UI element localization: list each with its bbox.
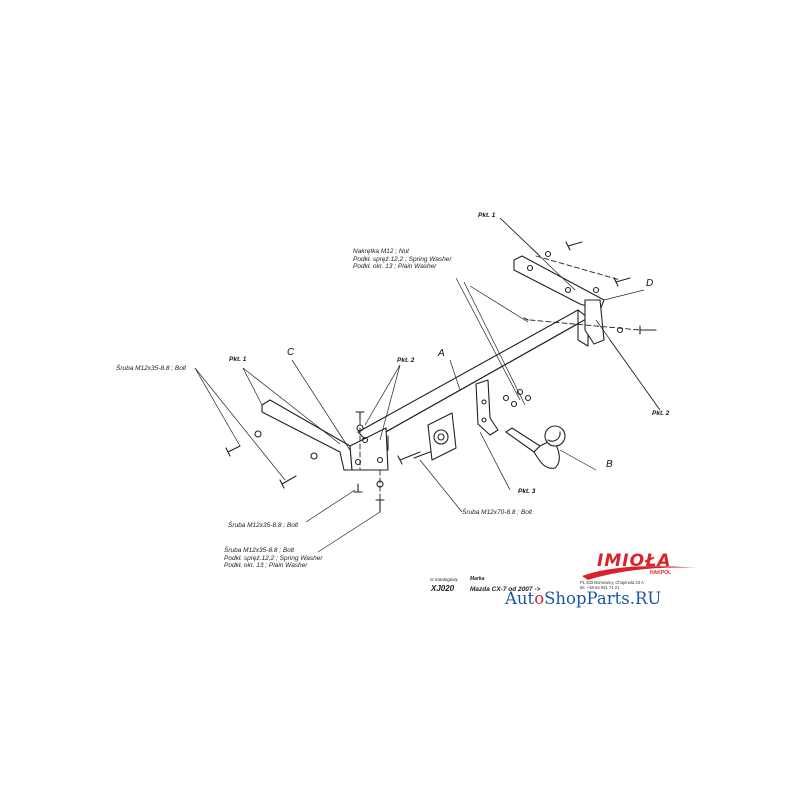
callout-line: Podkł. okr. 13 ; Plain Washer	[353, 263, 437, 270]
bracket-c	[261, 399, 389, 471]
catalog-code: XJ020	[431, 584, 455, 593]
brand-name: IMIOŁA	[597, 551, 672, 571]
callout-line: Podkł. spręż.12,2 ; Spring Washer	[224, 554, 323, 562]
hardware	[225, 241, 657, 513]
imiola-logo-swoosh	[582, 566, 698, 580]
label-b: B	[606, 459, 613, 470]
address-line: tel. +48 64 631 71 21	[580, 585, 620, 590]
label-pkt2-left: Pkt. 2	[397, 357, 415, 364]
callout-bolt-washer-block: Śruba M12x35-8.8 ; Bolt Podkł. spręż.12,…	[224, 547, 323, 570]
label-c: C	[287, 347, 295, 358]
hook-mount	[475, 379, 499, 436]
brand-address: PL 333 Bomowicy, Chopinola 23 A tel. +48…	[580, 580, 644, 590]
label-pkt1-left: Pkt. 1	[229, 356, 247, 363]
callout-bolt-mid: Śruba M12x35-8.8 ; Bolt	[228, 522, 299, 529]
label-pkt2-right: Pkt. 2	[652, 410, 670, 417]
watermark-part: Aut	[505, 589, 535, 608]
ball-hook-b	[505, 425, 566, 469]
label-a: A	[438, 348, 445, 359]
watermark-part: ShopParts.RU	[544, 589, 662, 608]
label-pkt1-top: Pkt. 1	[478, 212, 496, 219]
callout-line: Śruba M12x35-8.8 ; Bolt	[224, 547, 295, 554]
callout-nut-block: Nakrętka M12 ; Nut Podkł. spręż.12,2 ; S…	[353, 248, 452, 271]
callout-line: Podkł. spręż.12,2 ; Spring Washer	[353, 255, 452, 263]
callout-bolt-long: Śruba M12x70-8.8 ; Bolt	[462, 509, 533, 516]
brand-sub: HAKPOL	[650, 570, 672, 576]
label-pkt3: Pkt. 3	[518, 488, 536, 495]
watermark: AutoShopParts.RU	[505, 589, 661, 608]
watermark-ball: o	[534, 589, 545, 608]
label-d: D	[646, 278, 654, 289]
socket-plate	[427, 412, 457, 461]
bracket-d	[513, 255, 605, 345]
address-line: PL 333 Bomowicy, Chopinola 23 A	[580, 580, 644, 585]
title-col1-header: nr katalogowy	[430, 577, 458, 582]
title-col2-header: Marka	[470, 576, 485, 582]
callout-bolt-left: Śruba M12x35-8.8 ; Bolt	[116, 365, 187, 372]
vehicle-model: Mazda CX-7 od 2007 ->	[470, 586, 541, 593]
callout-line: Nakrętka M12 ; Nut	[353, 248, 409, 255]
callout-line: Podkł. okr. 13 ; Plain Washer	[224, 562, 308, 569]
